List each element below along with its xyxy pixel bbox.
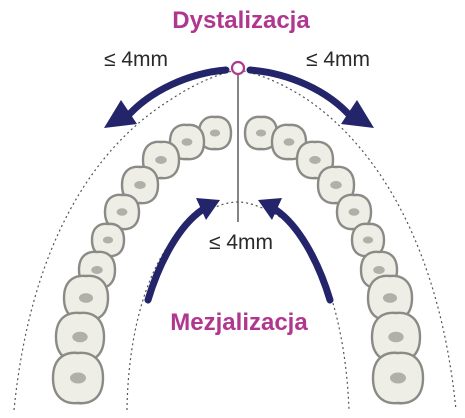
left-limit-label: ≤ 4mm — [104, 48, 168, 71]
distalization-arrow-left — [126, 70, 226, 118]
right-limit-label: ≤ 4mm — [306, 48, 370, 71]
right-tooth-10 — [373, 353, 423, 403]
midline-marker-icon — [232, 62, 244, 74]
distalization-arrow-right — [250, 70, 352, 118]
mesialization-title: Mezjalizacja — [170, 309, 308, 336]
mesialization-arrow-left — [148, 210, 202, 300]
center-limit-label: ≤ 4mm — [209, 231, 273, 254]
left-tooth-10 — [53, 353, 103, 403]
distalization-title: Dystalizacja — [172, 7, 310, 34]
mesialization-arrow-right — [276, 210, 330, 300]
